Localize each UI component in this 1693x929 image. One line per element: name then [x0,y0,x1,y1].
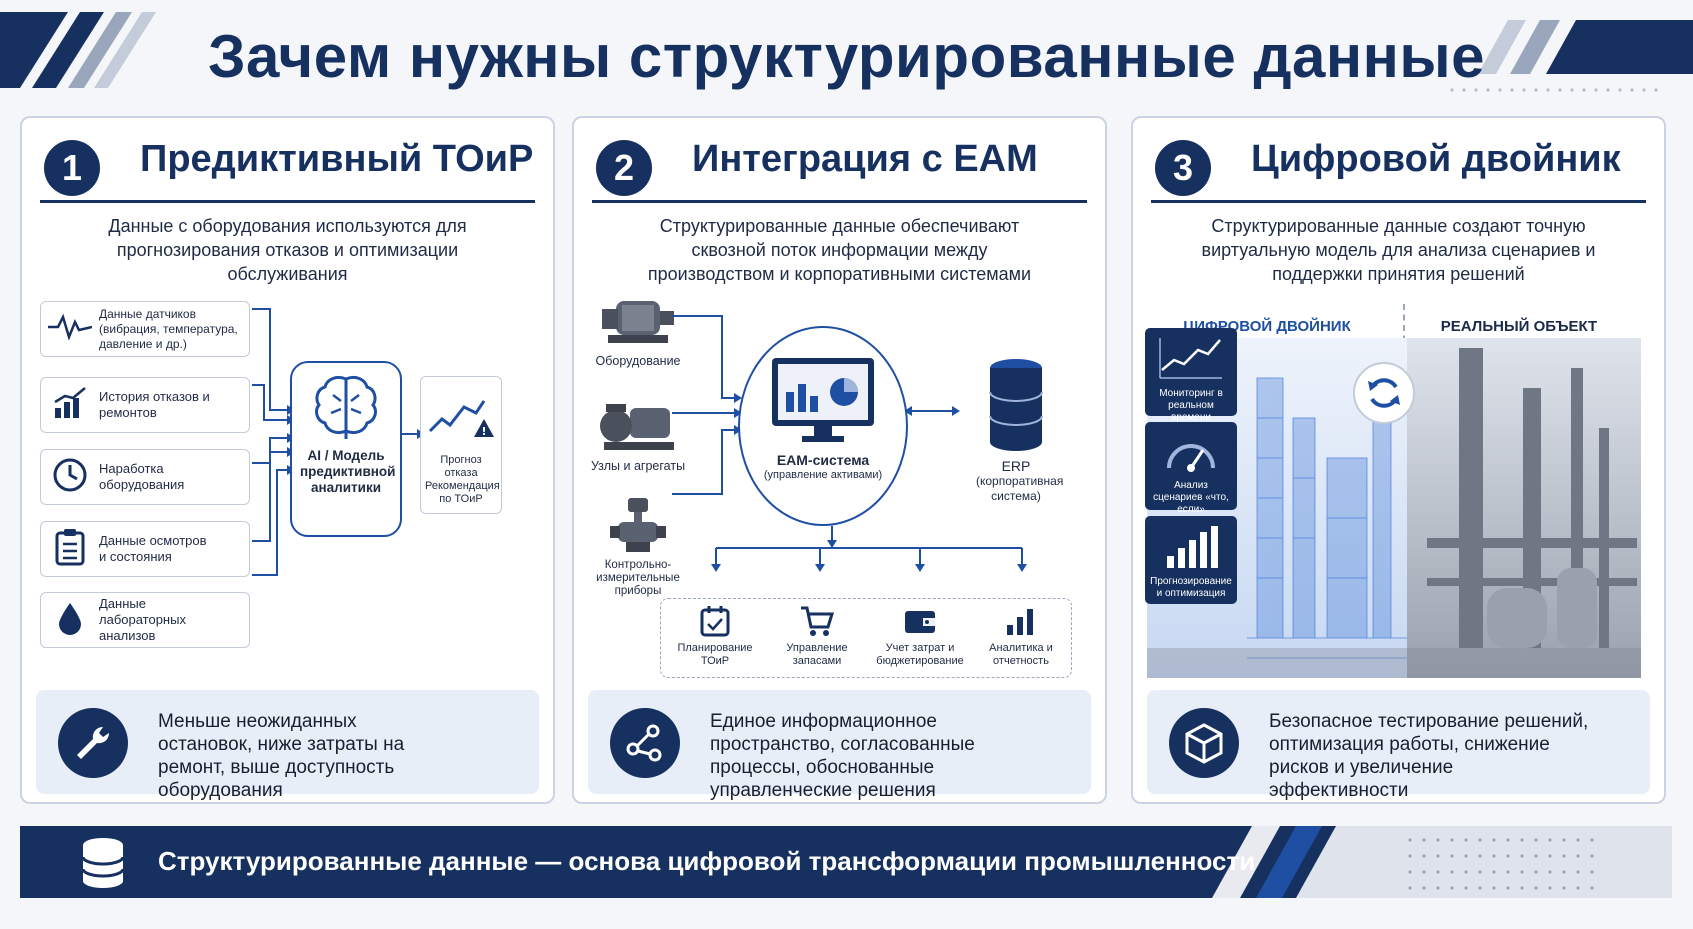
banner-text: Структурированные данные — основа цифров… [158,846,1256,876]
module-label: Аналитика и отчетность [989,642,1053,667]
page-title: Зачем нужны структурированные данные [207,23,1486,90]
source-instruments: Контрольно-измерительные приборы [588,496,688,598]
module-cost-accounting: Учет затрат и бюджетирование [865,605,975,668]
module-analytics: Аналитика и отчетность [973,605,1069,668]
eam-connectors [672,315,1027,572]
panel-predictive-maintenance: 1 Предиктивный ТОиР Данные с оборудовани… [20,116,555,804]
real-object-label: РЕАЛЬНЫЙ ОБЪЕКТ [1440,318,1598,335]
bottom-banner: Структурированные данные — основа цифров… [20,826,1672,898]
card-scenario-analysis: Анализ сценариев «что, если» [1145,422,1237,515]
panel-description: Данные с оборудования используются для п… [108,216,467,284]
module-inventory: Управление запасами [769,605,865,668]
source-label: Узлы и агрегаты [590,459,686,473]
step-number-badge: 1 [44,140,100,196]
line-chart-icon [1159,338,1222,379]
monitor-icon [740,356,906,451]
card-label: Мониторинг в реальном времени [1159,388,1223,423]
erp-label: ERP [1001,458,1031,474]
wrench-icon [58,708,128,778]
motor-icon [600,404,674,450]
ai-model-box: AI / Модель предиктивной аналитики [290,361,402,537]
plant-illustration [1147,338,1641,678]
eam-label: EAM-система [776,452,870,468]
corner-stripes-right [1478,20,1693,74]
source-units: Узлы и агрегаты [588,398,688,474]
source-label: Оборудование [595,354,681,368]
step-number-badge: 3 [1155,140,1211,196]
input-connectors [252,308,425,576]
module-label: Планирование ТОиР [677,642,753,667]
title-divider [1151,200,1646,203]
input-lab-analysis: Данные лабораторных анализов [40,592,250,648]
dot-pattern [1450,88,1658,92]
bar-chart-icon [1007,609,1033,635]
erp-node: ERP (корпоративная система) [966,358,1066,504]
panel-footer: Меньше неожиданных остановок, ниже затра… [36,690,539,801]
panel-title: Интеграция с EAM [692,138,1038,180]
bar-chart-icon [41,386,99,425]
sync-icon [1353,362,1415,424]
panel-title: Предиктивный ТОиР [140,138,534,180]
panel-eam-integration: 2 Интеграция с EAM Структурированные дан… [572,116,1107,804]
eam-system-node: EAM-система (управление активами) [738,326,908,526]
panel-footer: Единое информационное пространство, согл… [588,690,1091,801]
input-operating-hours: Наработка оборудования [40,449,250,505]
database-icon [81,838,125,888]
card-monitoring: Мониторинг в реальном времени [1145,328,1237,423]
eam-sublabel: (управление активами) [763,469,883,481]
panel-title: Цифровой двойник [1251,138,1621,180]
bar-chart-icon [1167,526,1218,568]
forecast-output-box: ! Прогноз отказа Рекомендация по ТОиР [420,376,502,514]
title-divider [40,200,535,203]
ai-model-label: AI / Модель предиктивной аналитики [300,448,396,495]
input-inspection-data: Данные осмотров и состояния [40,521,250,577]
module-label: Управление запасами [786,642,848,667]
panel-digital-twin: 3 Цифровой двойник Структурированные дан… [1131,116,1666,804]
panel-description: Структурированные данные обеспечивают ск… [647,216,1032,284]
svg-text:!: ! [481,425,486,438]
calendar-icon [700,606,730,637]
title-divider [592,200,1087,203]
input-failure-history: История отказов и ремонтов [40,377,250,433]
brain-icon [292,373,400,444]
card-label: Анализ сценариев «что, если» [1153,480,1229,515]
valve-icon [610,498,666,552]
card-forecasting: Прогнозирование и оптимизация [1145,516,1237,604]
clipboard-icon [41,528,99,571]
erp-sublabel: (корпоративная система) [976,474,1064,503]
input-label: Данные датчиков (вибрация, температура, … [99,306,238,351]
source-equipment: Оборудование [588,293,688,369]
step-number-badge: 2 [596,140,652,196]
clock-icon [41,457,99,498]
module-maintenance-planning: Планирование ТОиР [665,605,765,668]
eam-modules: Планирование ТОиР Управление запасами Уч… [660,598,1072,678]
forecast-chart-icon: ! [421,393,501,444]
database-icon [989,359,1043,451]
card-label: Прогнозирование и оптимизация [1150,576,1232,599]
banner-stripes [1212,826,1672,898]
cart-icon [801,606,835,636]
pulse-icon [41,313,99,345]
input-label: Данные осмотров и состояния [99,533,207,564]
module-label: Учет затрат и бюджетирование [876,642,964,667]
input-sensor-data: Данные датчиков (вибрация, температура, … [40,301,250,357]
footer-text: Меньше неожиданных остановок, ниже затра… [158,711,405,801]
input-label: Наработка оборудования [99,461,185,492]
divider-dashed [1403,304,1405,352]
drop-icon [41,601,99,640]
input-label: Данные лабораторных анализов [99,596,186,643]
footer-text: Безопасное тестирование решений, оптимиз… [1269,711,1589,801]
panel-footer: Безопасное тестирование решений, оптимиз… [1147,690,1650,801]
share-icon [610,708,680,778]
source-label: Контрольно-измерительные приборы [596,559,680,597]
corner-stripes-left [0,12,156,88]
wallet-icon [905,611,935,633]
cube-icon [1169,708,1239,778]
gauge-icon [1167,444,1215,472]
forecast-label: Прогноз отказа Рекомендация по ТОиР [425,454,500,505]
input-label: История отказов и ремонтов [99,389,210,420]
panel-description: Структурированные данные создают точную … [1201,216,1596,284]
footer-text: Единое информационное пространство, согл… [710,711,975,801]
pump-icon [602,301,674,343]
